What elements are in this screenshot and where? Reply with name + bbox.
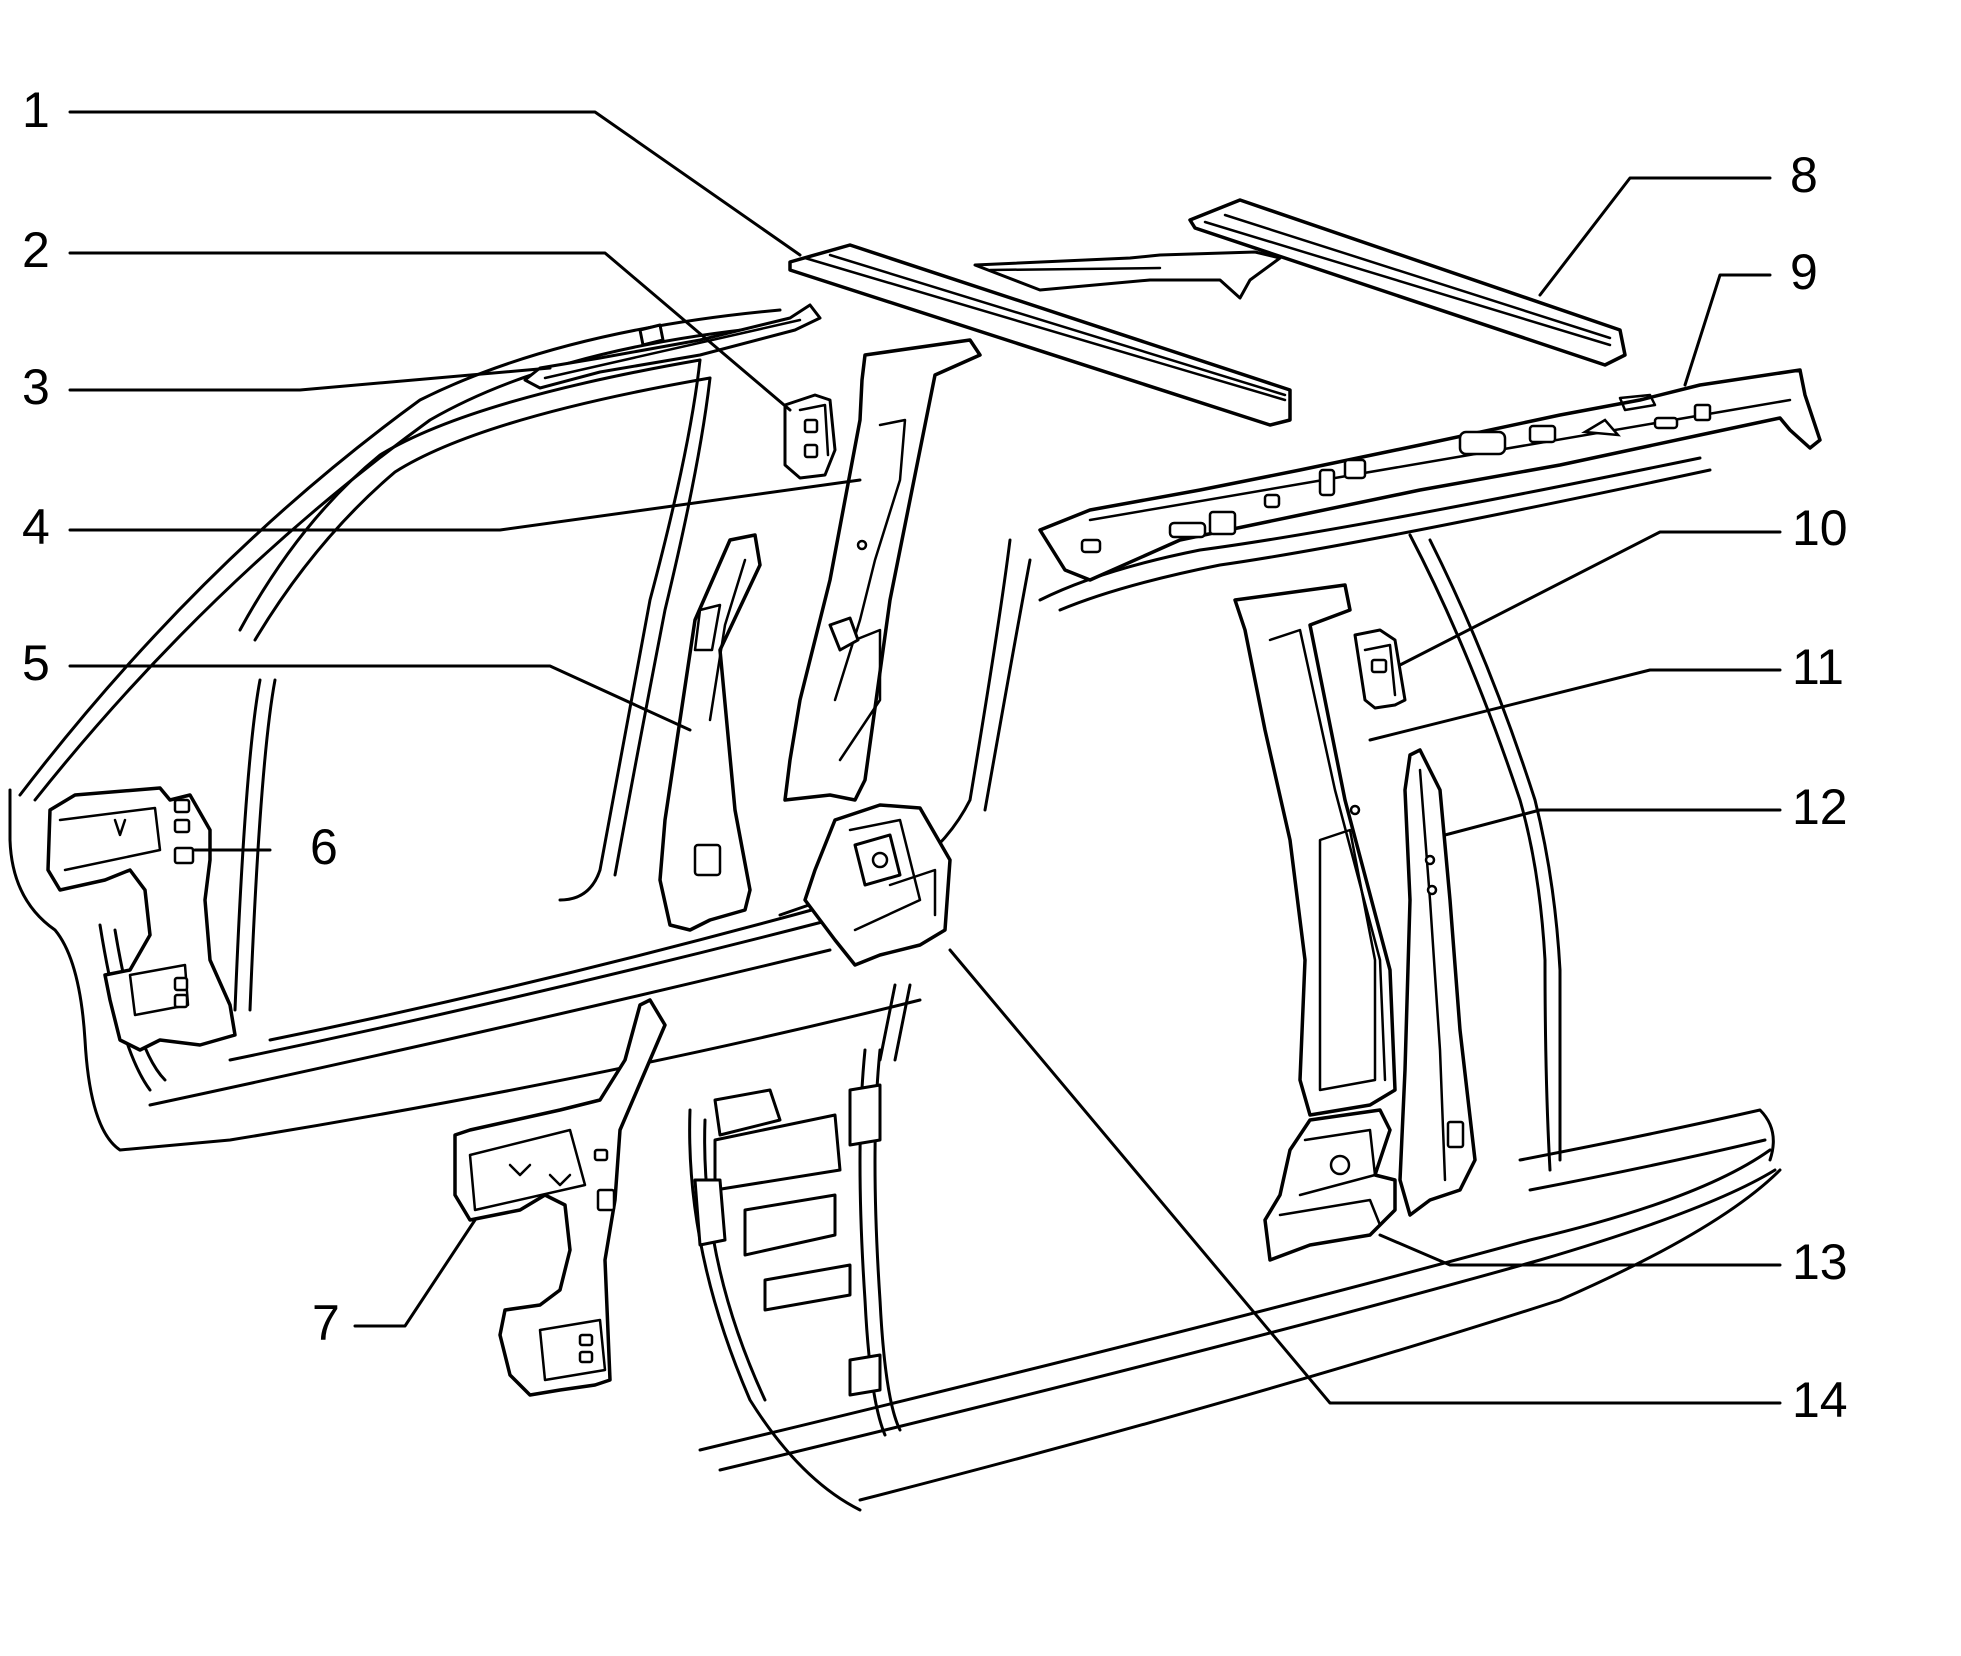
- part-5-pillar-inner: [658, 533, 762, 932]
- leader-1: [68, 110, 802, 257]
- part-7-front-pillar-lower: [453, 998, 667, 1397]
- leader-9: [1683, 273, 1772, 387]
- callout-6: 6: [310, 819, 338, 875]
- part-14-lower-bracket: [803, 803, 952, 967]
- callout-3: 3: [22, 359, 50, 415]
- callout-13: 13: [1792, 1234, 1848, 1290]
- leader-12: [1443, 808, 1782, 837]
- leader-11: [1368, 668, 1782, 742]
- leader-13: [1378, 1233, 1782, 1267]
- callout-1: 1: [22, 82, 50, 138]
- leader-2: [68, 251, 792, 412]
- callout-9: 9: [1790, 244, 1818, 300]
- leader-lines: [68, 110, 1782, 1405]
- left-body-side-outline: [8, 308, 922, 1152]
- leader-3: [68, 366, 552, 392]
- part-12-pillar-inner: [1398, 748, 1477, 1217]
- callout-11: 11: [1792, 639, 1844, 695]
- leader-4: [68, 478, 862, 532]
- callout-12: 12: [1792, 779, 1848, 835]
- part-4-pillar-reinforcement: [783, 338, 982, 802]
- leader-8: [1538, 176, 1772, 297]
- callout-10: 10: [1792, 500, 1848, 556]
- leader-5: [68, 664, 692, 732]
- part-9-roof-side-rail: [1038, 368, 1822, 582]
- part-2-bracket: [783, 393, 837, 480]
- part-8-rear-roof-crossmember: [1188, 198, 1627, 367]
- part-11-pillar-reinforcement: [1233, 583, 1397, 1117]
- callout-4: 4: [22, 499, 50, 555]
- part-10-bracket: [1353, 628, 1407, 710]
- right-body-side-outline: [688, 456, 1782, 1512]
- leader-14: [948, 948, 1782, 1405]
- callout-14: 14: [1792, 1372, 1848, 1428]
- part-6-front-pillar-panel: [46, 786, 237, 1052]
- callout-7: 7: [312, 1295, 340, 1351]
- part-1-roof-crossmember: [788, 243, 1292, 427]
- leader-10: [1398, 530, 1782, 667]
- callout-2: 2: [22, 222, 50, 278]
- part-3-roof-rail-flange: [523, 303, 822, 390]
- part-13-lower-bracket: [1263, 1108, 1397, 1262]
- leader-7: [353, 1218, 477, 1328]
- callout-8: 8: [1790, 147, 1818, 203]
- callout-5: 5: [22, 635, 50, 691]
